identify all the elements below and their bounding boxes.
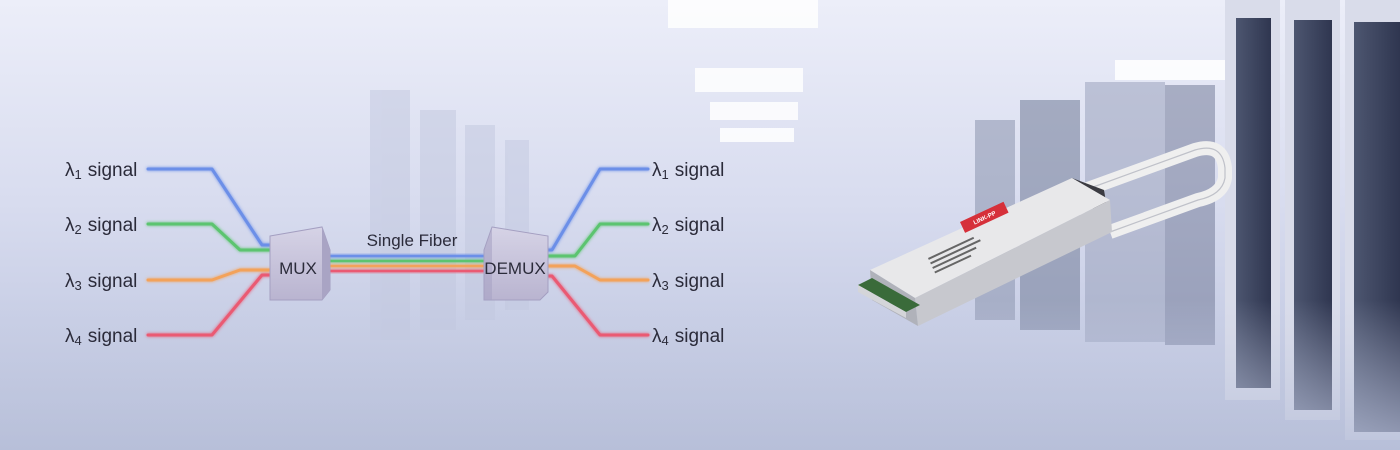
mux-block: MUX [269, 226, 331, 301]
single-fiber-label: Single Fiber [367, 231, 458, 250]
right-line-3 [546, 264, 650, 282]
left-line-4 [146, 273, 272, 337]
pcb-edge [858, 278, 920, 312]
demux-block: DEMUX [483, 226, 549, 301]
transceiver-module-image: LINK-PP [858, 141, 1232, 326]
right-line-4 [546, 274, 650, 337]
right-signal-lines [546, 167, 650, 337]
floor [0, 300, 1400, 450]
spec-label [928, 236, 981, 274]
right-line-1 [546, 167, 650, 252]
left-line-2 [146, 222, 272, 252]
mux-label: MUX [279, 259, 317, 278]
demux-label: DEMUX [484, 259, 545, 278]
right-line-2 [546, 222, 650, 258]
left-line-3 [146, 268, 272, 282]
single-fiber-bundle [328, 254, 485, 273]
module-body-top [870, 178, 1110, 298]
module-body-side [915, 200, 1112, 326]
left-signal-lines [146, 167, 272, 337]
left-line-1 [146, 167, 272, 247]
ceiling-lights [668, 0, 1230, 142]
